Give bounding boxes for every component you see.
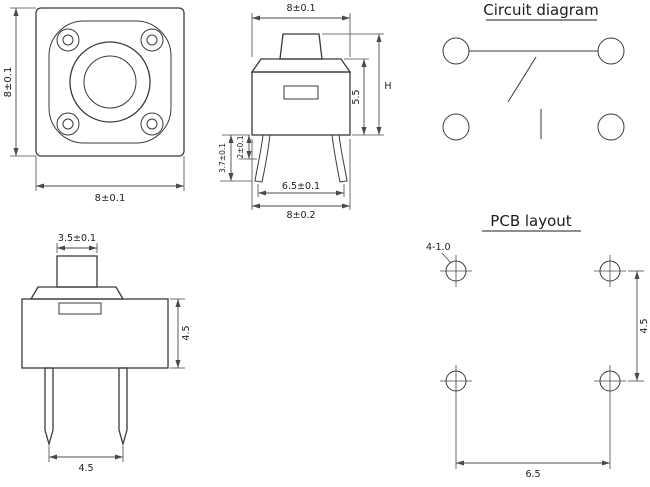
side-view: 8±0.1 5.5 H 2±0.1 3.7±0.1: [218, 3, 392, 221]
top-view-inner-frame: [48, 20, 172, 144]
front-view: 3.5±0.1 4.5 4.5: [21, 233, 192, 474]
top-view-outline: [35, 7, 185, 157]
pcb-hole-top-left: [440, 255, 472, 287]
top-view-height-dim-text: 8±0.1: [3, 67, 14, 98]
rivet-outer: [56, 112, 80, 136]
side-view-pin-shoulder-dimension: 2±0.1: [222, 134, 257, 160]
side-view-base-width-dim-text: 8±0.2: [286, 210, 315, 221]
front-view-button: [56, 255, 98, 288]
side-view-pin-length-dim-text: 3.7±0.1: [218, 143, 227, 173]
top-view-height-dimension: 8±0.1: [3, 7, 36, 157]
side-view-body-detail: [283, 85, 319, 100]
front-view-pin-pitch-dimension: 4.5: [48, 446, 124, 474]
pcb-hole-bottom-right: [594, 365, 626, 397]
rivet-inner: [62, 118, 74, 130]
side-view-pin-right: [331, 134, 348, 183]
terminal-top-right: [597, 37, 625, 65]
top-view-width-dim-text: 8±0.1: [95, 193, 126, 204]
leader-line: [441, 252, 452, 264]
side-view-pin-shoulder-dim-text: 2±0.1: [236, 135, 245, 158]
front-view-button-width-dimension: 3.5±0.1: [56, 233, 98, 253]
side-view-pin-length-dimension: 3.7±0.1: [218, 135, 252, 182]
rivet-inner: [62, 34, 74, 46]
front-view-pin-left: [44, 367, 54, 447]
pcb-hole-spec-text: 4-1.0: [426, 242, 451, 253]
button-inner-circle: [83, 55, 137, 109]
rivet-inner: [146, 118, 158, 130]
front-view-pin-right: [118, 367, 128, 447]
side-view-pin-pitch-dim-text: 6.5±0.1: [282, 181, 320, 192]
top-view: 8±0.1 8±0.1: [3, 7, 185, 204]
pcb-layout: PCB layout 4-1.0: [426, 212, 650, 480]
corner-rivets: [56, 28, 164, 136]
front-view-body: [21, 298, 169, 369]
rivet-outer: [140, 28, 164, 52]
rivet-outer: [140, 112, 164, 136]
side-view-total-height-dimension: H: [322, 33, 392, 135]
front-view-body-height-dimension: 4.5: [170, 298, 192, 369]
terminal-bottom-right: [597, 113, 625, 141]
rivet-inner: [146, 34, 158, 46]
rivet-outer: [56, 28, 80, 52]
top-view-width-dimension: 8±0.1: [35, 156, 185, 204]
side-view-total-height-dim-text: H: [384, 81, 391, 92]
side-view-actuator: [279, 33, 323, 60]
side-view-base-width-dimension: 8±0.2: [251, 139, 351, 221]
front-view-pin-pitch-dim-text: 4.5: [78, 463, 93, 474]
circuit-diagram-title: Circuit diagram: [483, 1, 598, 19]
pcb-hole-bottom-left: [440, 365, 472, 397]
side-view-width-dimension: 8±0.1: [251, 3, 351, 57]
side-view-pin-pitch-dimension: 6.5±0.1: [257, 181, 345, 197]
side-view-body: [251, 71, 351, 136]
pcb-hole-spec-callout: 4-1.0: [426, 242, 452, 264]
front-view-body-detail: [58, 302, 102, 315]
pcb-horizontal-pitch-dim-text: 6.5: [525, 469, 540, 480]
pcb-vertical-pitch-dim-text: 4.5: [639, 318, 650, 333]
side-view-body-height-dim-text: 5.5: [351, 89, 362, 104]
side-view-cap: [250, 58, 352, 73]
side-view-pin-left: [254, 134, 271, 183]
terminal-top-left: [442, 37, 470, 65]
pcb-layout-title: PCB layout: [490, 212, 571, 230]
circuit-switch-arm: [507, 56, 537, 103]
pcb-horizontal-pitch-dimension: 6.5: [455, 397, 611, 480]
terminal-bottom-left: [442, 113, 470, 141]
pcb-hole-top-right: [594, 255, 626, 287]
button-outer-circle: [69, 41, 151, 123]
circuit-diagram: Circuit diagram: [442, 1, 625, 141]
front-view-cap: [29, 286, 125, 300]
front-view-button-width-dim-text: 3.5±0.1: [58, 233, 96, 244]
front-view-body-height-dim-text: 4.5: [181, 325, 192, 340]
pcb-vertical-pitch-dimension: 4.5: [628, 270, 650, 382]
side-view-width-dim-text: 8±0.1: [286, 3, 315, 14]
